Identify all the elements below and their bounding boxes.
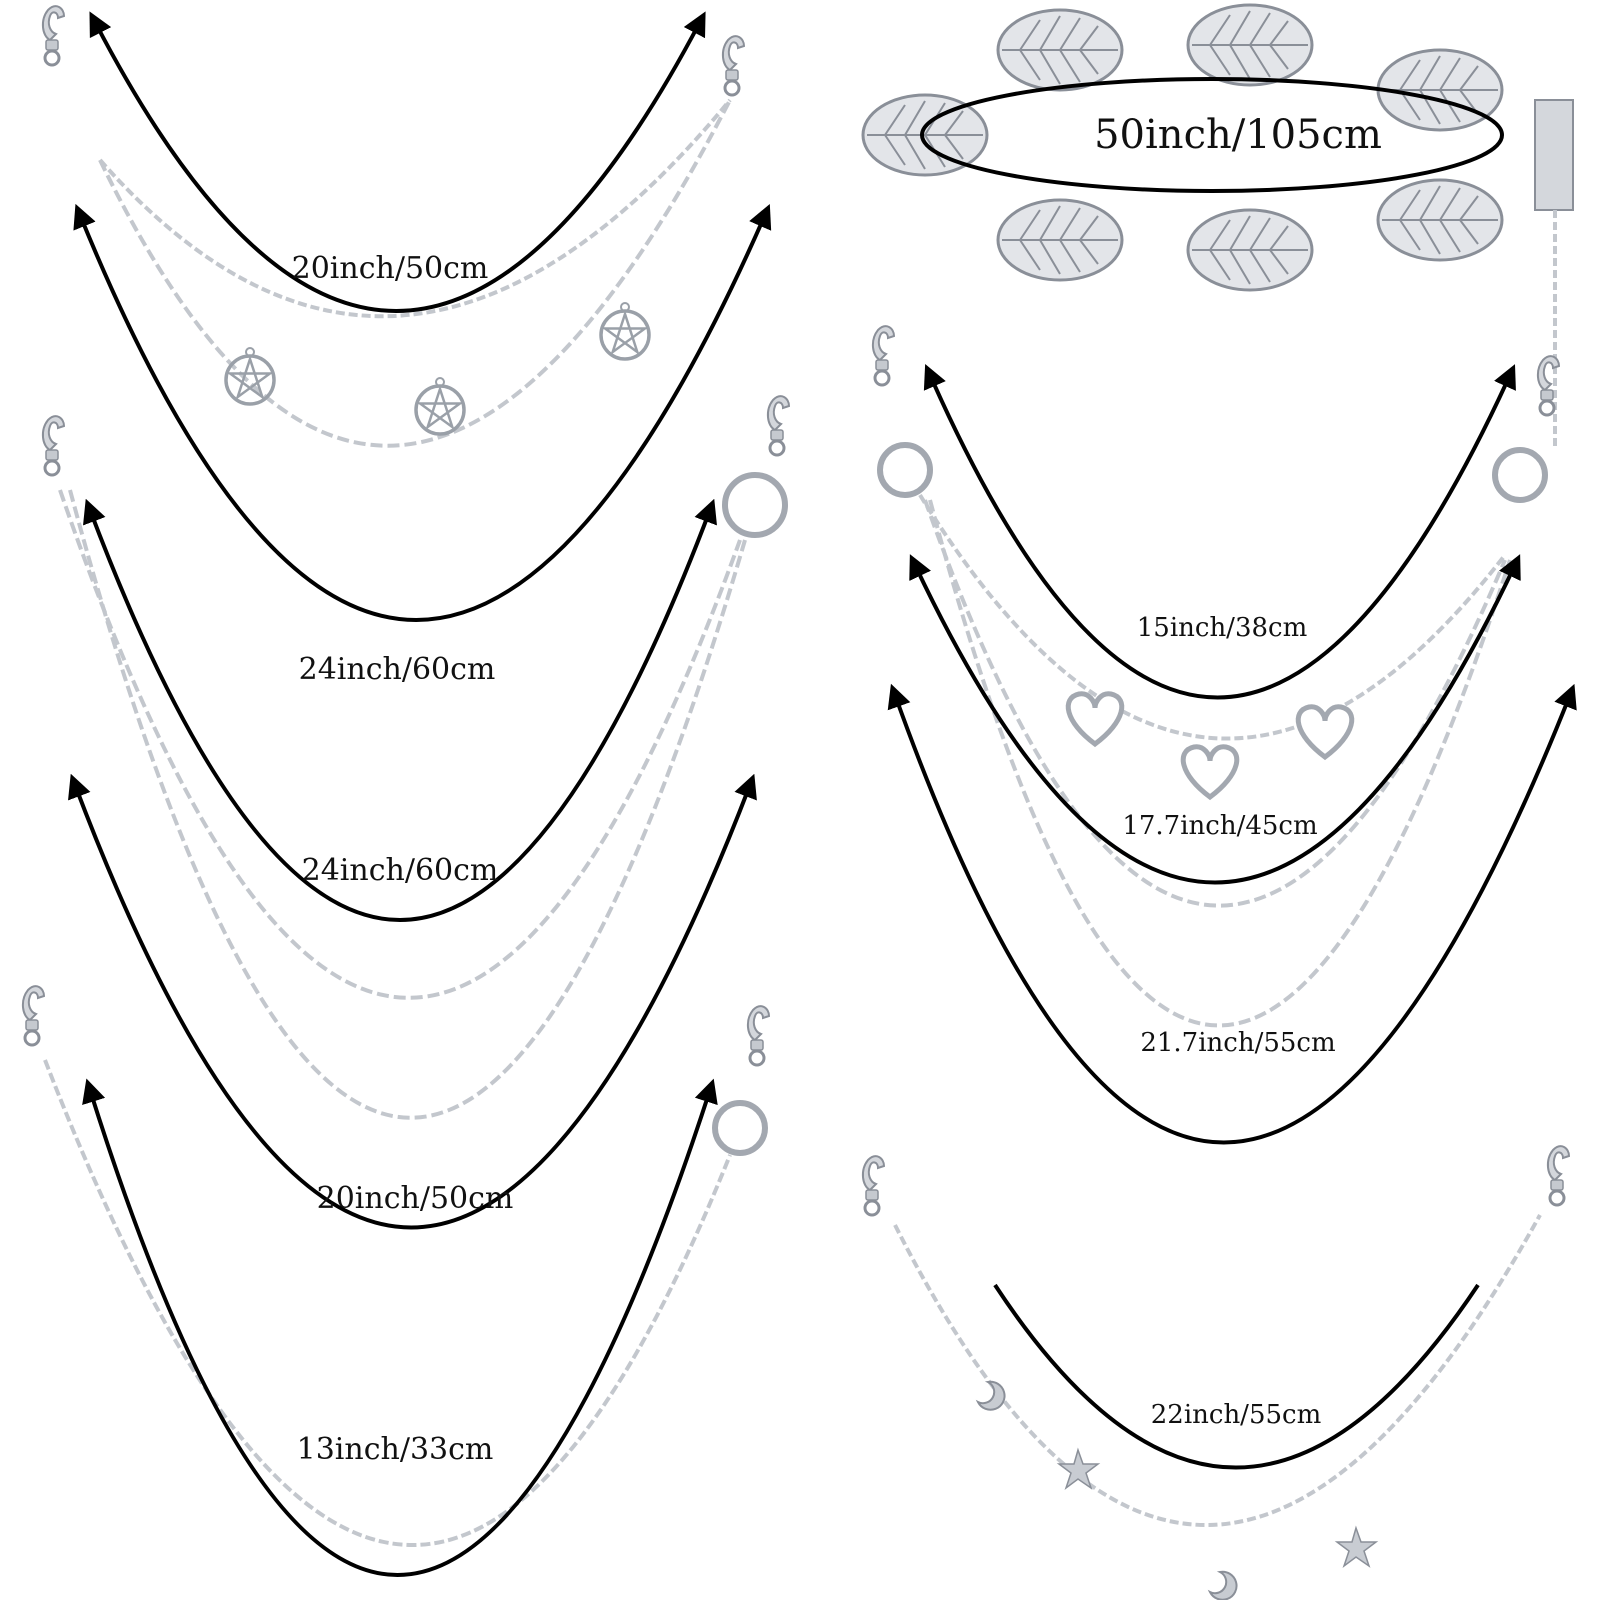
measurement-arrow-icon [909, 554, 1521, 885]
pentagram-charm-icon [599, 301, 651, 361]
measurement-label: 13inch/33cm [297, 1432, 494, 1467]
lobster-clasp-icon [21, 984, 46, 1047]
leaf-link-icon [1186, 208, 1314, 292]
lobster-clasp-icon [766, 394, 791, 457]
measurement-label: 20inch/50cm [292, 251, 489, 286]
pentagram-charm-icon [414, 376, 466, 436]
heart-charm-icon [1183, 747, 1237, 797]
leaf-link-icon [861, 93, 989, 177]
star-charm-icon [1334, 1525, 1379, 1569]
measurement-arrow-icon [993, 1283, 1480, 1470]
chain-set-right [861, 3, 1574, 1600]
heart-charm-icon [1298, 707, 1352, 757]
crescent-moon-charm-icon [975, 1380, 1006, 1411]
measurement-arrow-icon [82, 1078, 718, 1577]
crescent-moon-charm-icon [1207, 1570, 1238, 1600]
leaf-link-icon [996, 8, 1124, 92]
chain-set-left [21, 4, 791, 1547]
lobster-clasp-icon [861, 1154, 886, 1217]
pentagram-charm-icon [224, 346, 276, 406]
measurement-label: 15inch/38cm [1137, 613, 1308, 643]
leaf-link-icon [1376, 178, 1504, 262]
measurement-labels: 20inch/50cm 24inch/60cm 24inch/60cm 20in… [292, 112, 1382, 1467]
measurement-arrow-icon [83, 498, 717, 922]
measurement-label: 50inch/105cm [1094, 112, 1382, 158]
measurement-arrows [68, 11, 1577, 1577]
measurement-label: 21.7inch/55cm [1140, 1028, 1335, 1058]
measurement-label: 24inch/60cm [299, 652, 496, 687]
measurement-label: 20inch/50cm [317, 1181, 514, 1216]
lobster-clasp-icon [41, 414, 66, 477]
lobster-clasp-icon [746, 1004, 771, 1067]
measurement-label: 17.7inch/45cm [1122, 811, 1317, 841]
lobster-clasp-icon [1546, 1144, 1571, 1207]
star-charm-icon [1056, 1447, 1101, 1491]
lobster-clasp-icon [721, 34, 746, 97]
lobster-clasp-icon [41, 4, 66, 67]
o-ring-icon [722, 472, 788, 538]
measurement-arrow-icon [923, 364, 1516, 700]
leaf-link-icon [1186, 3, 1314, 87]
measurement-arrow-icon [89, 11, 706, 313]
lobster-clasp-icon [871, 324, 896, 387]
measurement-arrow-icon [920, 77, 1504, 193]
measurement-arrow-icon [887, 683, 1577, 1145]
leaf-link-icon [996, 198, 1124, 282]
heart-charm-icon [1068, 694, 1122, 744]
measurement-arrow-icon [73, 203, 772, 622]
leaf-belt [861, 3, 1574, 450]
o-ring-icon [1492, 447, 1548, 503]
o-ring-icon [712, 1100, 768, 1156]
o-ring-icon [877, 442, 933, 498]
measurement-label: 22inch/55cm [1151, 1400, 1322, 1430]
measurement-label: 24inch/60cm [302, 853, 499, 888]
measurement-arrow-icon [68, 773, 757, 1230]
